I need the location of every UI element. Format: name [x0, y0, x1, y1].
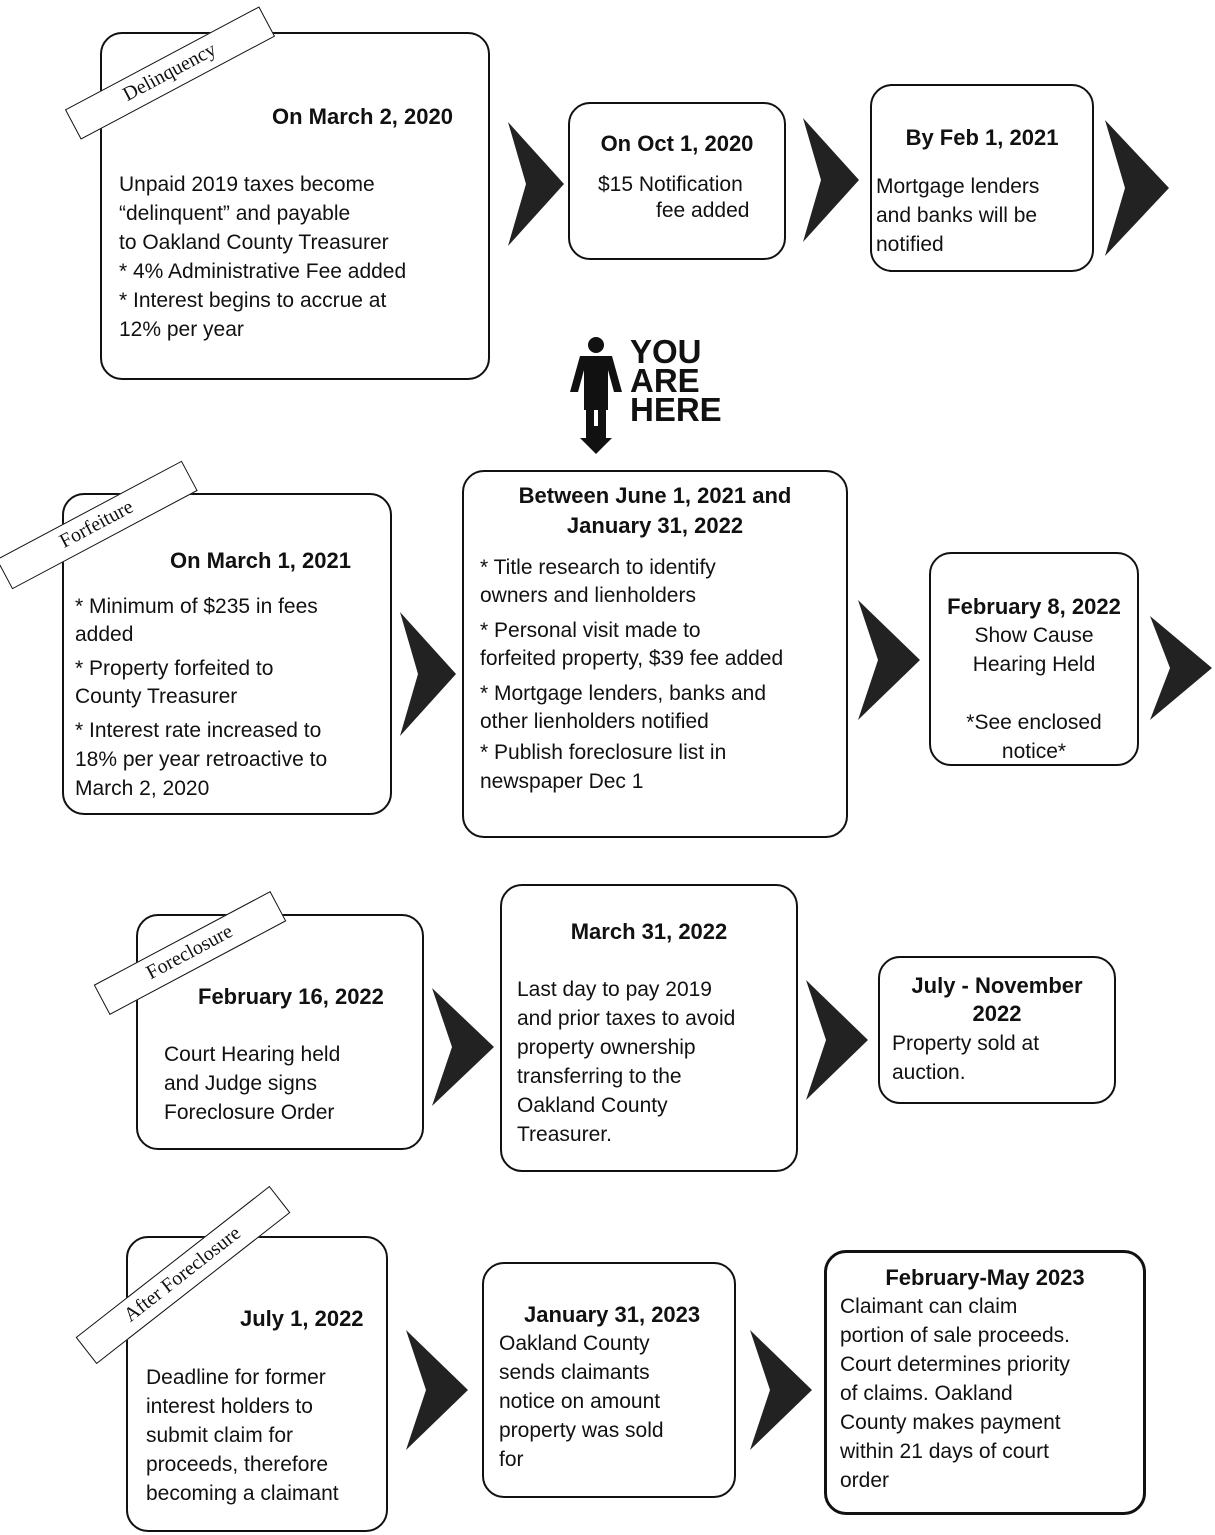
down-arrow-icon	[580, 426, 612, 454]
claims-line: of claims. Oakland	[840, 1382, 1013, 1405]
redemption-deadline-line: transferring to the	[517, 1065, 682, 1088]
redemption-deadline-line: property ownership	[517, 1036, 696, 1059]
lender-notice-date: By Feb 1, 2021	[905, 125, 1059, 150]
claims-date: February-May 2023	[885, 1265, 1085, 1290]
show-cause-line: Hearing Held	[972, 653, 1096, 676]
arrow-right-icon	[750, 1330, 812, 1450]
redemption-deadline-line: Last day to pay 2019	[517, 978, 712, 1001]
delinquency-line: “delinquent” and payable	[119, 202, 351, 225]
title-research-line: * Mortgage lenders, banks and	[480, 682, 767, 705]
notification-fee-line: $15 Notification	[598, 173, 743, 196]
show-cause-line: notice*	[1001, 740, 1067, 763]
delinquency-line: * 4% Administrative Fee added	[119, 260, 407, 283]
sale-notice-line: property was sold	[499, 1419, 664, 1442]
auction-box	[878, 956, 1116, 1104]
redemption-deadline-line: Oakland County	[517, 1094, 668, 1117]
title-research-line: owners and lienholders	[480, 584, 696, 607]
auction-line: auction.	[892, 1061, 966, 1084]
foreclosure-line: Court Hearing held	[164, 1043, 341, 1066]
claims-line: order	[840, 1469, 890, 1492]
auction-date: July - November	[911, 973, 1083, 998]
sale-notice-date: January 31, 2023	[524, 1302, 701, 1327]
after-foreclosure-line: becoming a claimant	[146, 1482, 339, 1505]
claims-line: portion of sale proceeds.	[840, 1324, 1070, 1347]
delinquency-date: On March 2, 2020	[272, 104, 453, 129]
you-are-here-text: ARE	[630, 362, 700, 399]
arrow-right-icon	[858, 600, 920, 720]
sale-notice-line: notice on amount	[499, 1390, 661, 1413]
forfeiture-line: added	[75, 623, 134, 646]
forfeiture-line: 18% per year retroactive to	[75, 748, 328, 771]
redemption-deadline-date: March 31, 2022	[570, 919, 728, 944]
show-cause-line: Show Cause	[974, 624, 1094, 647]
arrow-right-icon	[1105, 120, 1169, 256]
delinquency-line: * Interest begins to accrue at	[119, 289, 387, 312]
after-foreclosure-line: interest holders to	[146, 1395, 313, 1418]
claims-line: Court determines priority	[840, 1353, 1070, 1376]
you-are-here-text: YOU	[630, 333, 702, 370]
arrow-right-icon	[406, 1330, 468, 1450]
title-research-date: Between June 1, 2021 and	[518, 483, 792, 508]
claims-line: within 21 days of court	[840, 1440, 1049, 1463]
redemption-deadline-line: and prior taxes to avoid	[517, 1007, 736, 1030]
sale-notice-box	[482, 1262, 736, 1498]
title-research-line: * Publish foreclosure list in	[480, 741, 727, 764]
forfeiture-line: * Minimum of $235 in fees	[75, 595, 318, 618]
forfeiture-line: * Interest rate increased to	[75, 719, 322, 742]
lender-notice-line: notified	[876, 233, 944, 256]
claims-line: County makes payment	[840, 1411, 1061, 1434]
forfeiture-date: On March 1, 2021	[170, 548, 351, 573]
notification-fee-box	[568, 102, 786, 260]
delinquency-line: Unpaid 2019 taxes become	[119, 173, 375, 196]
sale-notice-line: sends claimants	[499, 1361, 650, 1384]
arrow-right-icon	[400, 612, 456, 736]
person-icon	[570, 337, 622, 442]
after-foreclosure-line: Deadline for former	[146, 1366, 326, 1389]
title-research-box	[462, 470, 848, 838]
delinquency-line: 12% per year	[119, 318, 244, 341]
you-are-here-text: HERE	[630, 391, 722, 428]
foreclosure-line: Foreclosure Order	[164, 1101, 335, 1124]
auction-line: Property sold at	[892, 1032, 1040, 1055]
forfeiture-box	[62, 493, 392, 815]
title-research-date: January 31, 2022	[566, 513, 744, 538]
title-research-line: * Personal visit made to	[480, 619, 701, 642]
title-research-line: other lienholders notified	[480, 710, 709, 733]
arrow-right-icon	[432, 988, 494, 1106]
arrow-right-icon	[1150, 616, 1212, 720]
lender-notice-line: and banks will be	[876, 204, 1038, 227]
title-research-line: newspaper Dec 1	[480, 770, 644, 793]
arrow-right-icon	[508, 122, 564, 246]
foreclosure-line: and Judge signs	[164, 1072, 317, 1095]
lender-notice-box	[870, 84, 1094, 272]
claims-box	[824, 1250, 1146, 1515]
forfeiture-line: March 2, 2020	[75, 777, 210, 800]
notification-fee-date: On Oct 1, 2020	[600, 131, 754, 156]
show-cause-line: *See enclosed	[966, 711, 1102, 734]
delinquency-line: to Oakland County Treasurer	[119, 231, 389, 254]
arrow-right-icon	[806, 980, 868, 1100]
forfeiture-line: County Treasurer	[75, 685, 238, 708]
sale-notice-line: for	[499, 1448, 524, 1471]
after-foreclosure-date: July 1, 2022	[240, 1306, 364, 1331]
arrow-right-icon	[803, 118, 859, 242]
forfeiture-line: * Property forfeited to	[75, 657, 274, 680]
sale-notice-line: Oakland County	[499, 1332, 650, 1355]
auction-date: 2022	[972, 1001, 1022, 1026]
claims-line: Claimant can claim	[840, 1295, 1018, 1318]
after-foreclosure-line: submit claim for	[146, 1424, 294, 1447]
show-cause-box	[929, 552, 1139, 766]
show-cause-date: February 8, 2022	[947, 594, 1121, 619]
after-foreclosure-line: proceeds, therefore	[146, 1453, 329, 1476]
redemption-deadline-line: Treasurer.	[517, 1123, 612, 1146]
title-research-line: forfeited property, $39 fee added	[480, 647, 784, 670]
notification-fee-line: fee added	[656, 199, 750, 222]
redemption-deadline-box	[500, 884, 798, 1172]
title-research-line: * Title research to identify	[480, 556, 716, 579]
after-foreclosure-box	[126, 1236, 388, 1532]
foreclosure-date: February 16, 2022	[198, 984, 384, 1009]
lender-notice-line: Mortgage lenders	[876, 175, 1040, 198]
